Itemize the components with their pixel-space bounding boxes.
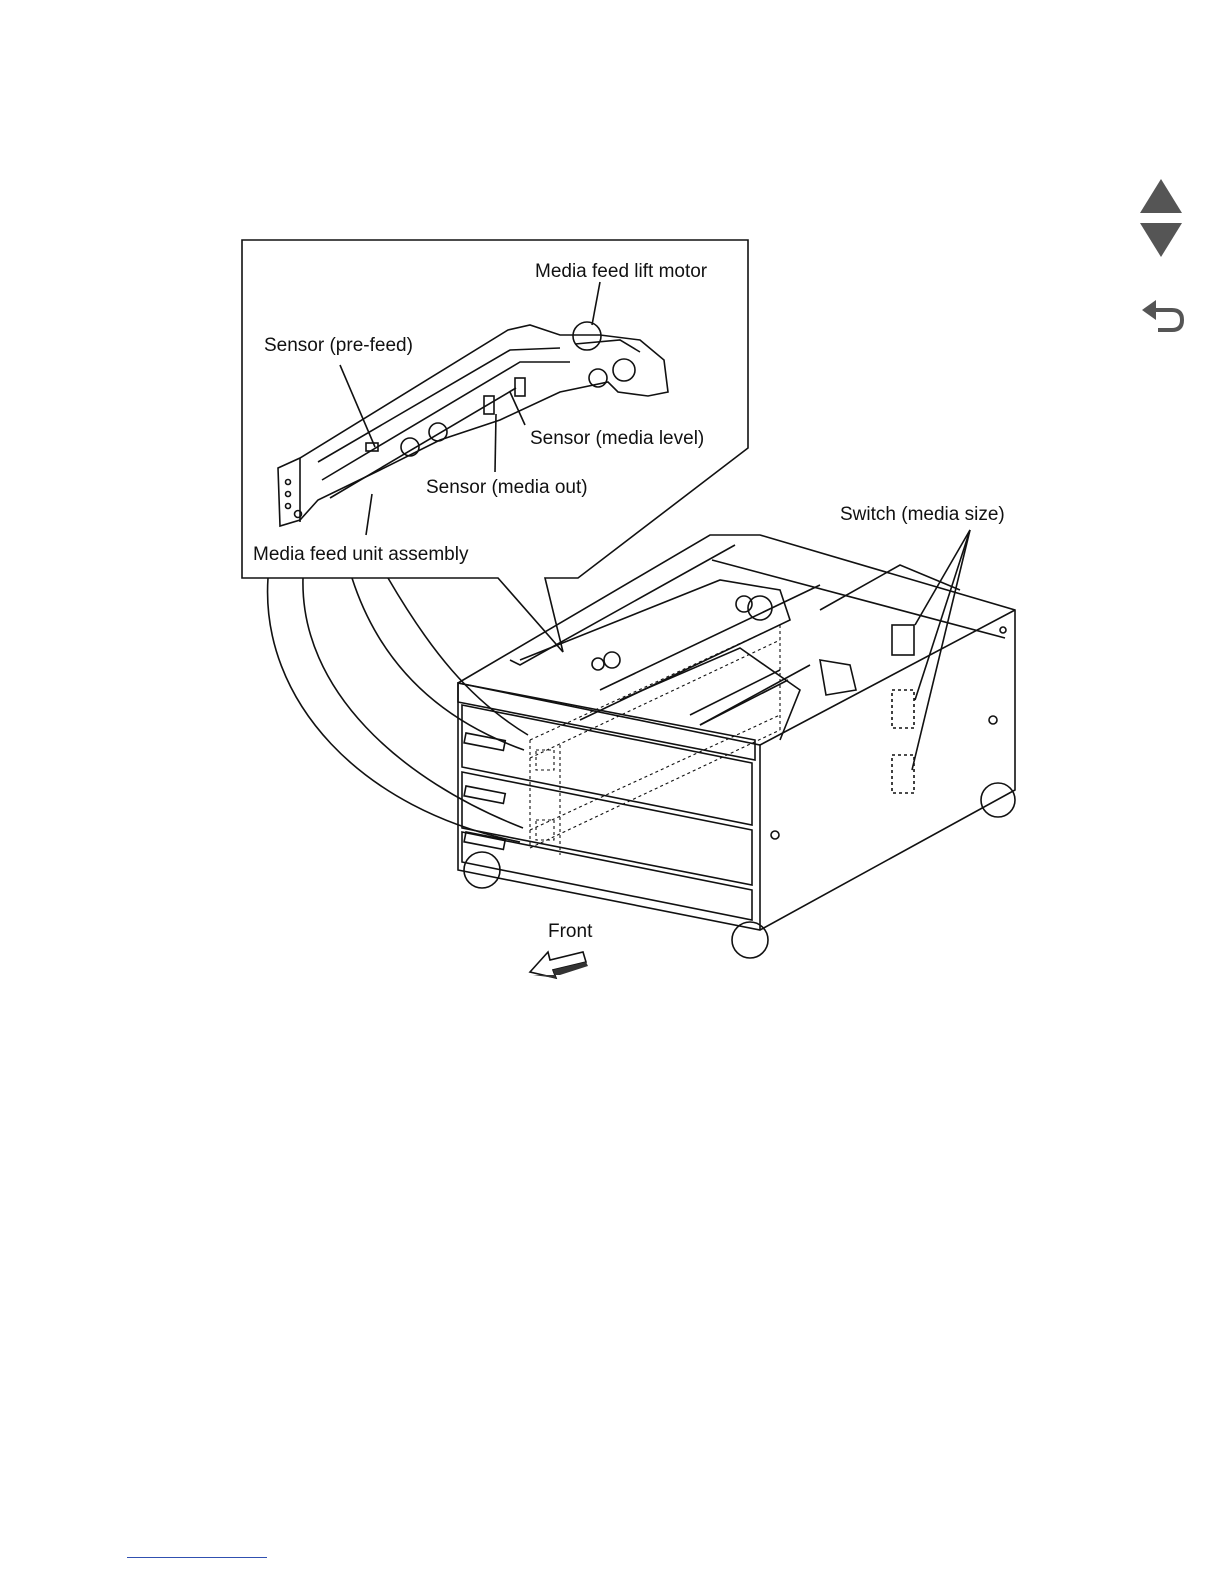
feed-unit-label: Media feed unit assembly <box>253 544 469 565</box>
footer-link-rule <box>127 1557 267 1558</box>
leader-line <box>510 392 525 425</box>
leader-line <box>340 365 375 447</box>
media-out-sensor-label: Sensor (media out) <box>426 477 588 498</box>
lift-motor-label: Media feed lift motor <box>535 261 708 282</box>
leader-line <box>495 414 496 472</box>
media-level-sensor-label: Sensor (media level) <box>530 428 704 449</box>
tray-cabinet <box>458 535 1015 958</box>
leader-line <box>592 282 600 325</box>
leader-line <box>366 494 372 535</box>
leader-line <box>352 578 524 750</box>
leader-line <box>915 530 970 700</box>
front-arrow-icon <box>530 952 588 978</box>
pre-feed-sensor-label: Sensor (pre-feed) <box>264 335 413 356</box>
leader-line <box>915 530 970 625</box>
front-label: Front <box>548 921 593 942</box>
media-size-switch-label: Switch (media size) <box>840 504 1005 525</box>
leader-line <box>912 530 970 770</box>
